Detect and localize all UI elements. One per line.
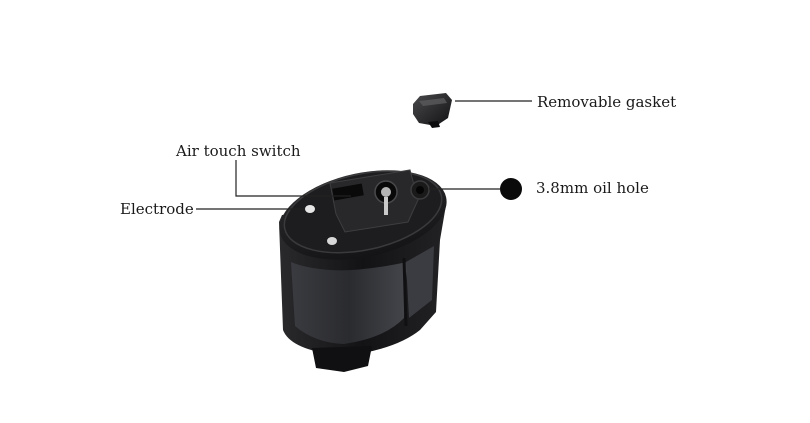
label-oil-hole: 3.8mm oil hole [536,179,649,197]
pod-cartridge [279,169,447,372]
leader-lines [196,100,532,210]
air-switch-leader-line [235,160,351,197]
gasket-part [413,93,452,128]
label-removable-gasket: Removable gasket [537,93,677,111]
label-air-touch-switch: Air touch switch [176,142,301,160]
label-electrode: Electrode [120,200,194,218]
oil-hole-marker [500,178,522,200]
